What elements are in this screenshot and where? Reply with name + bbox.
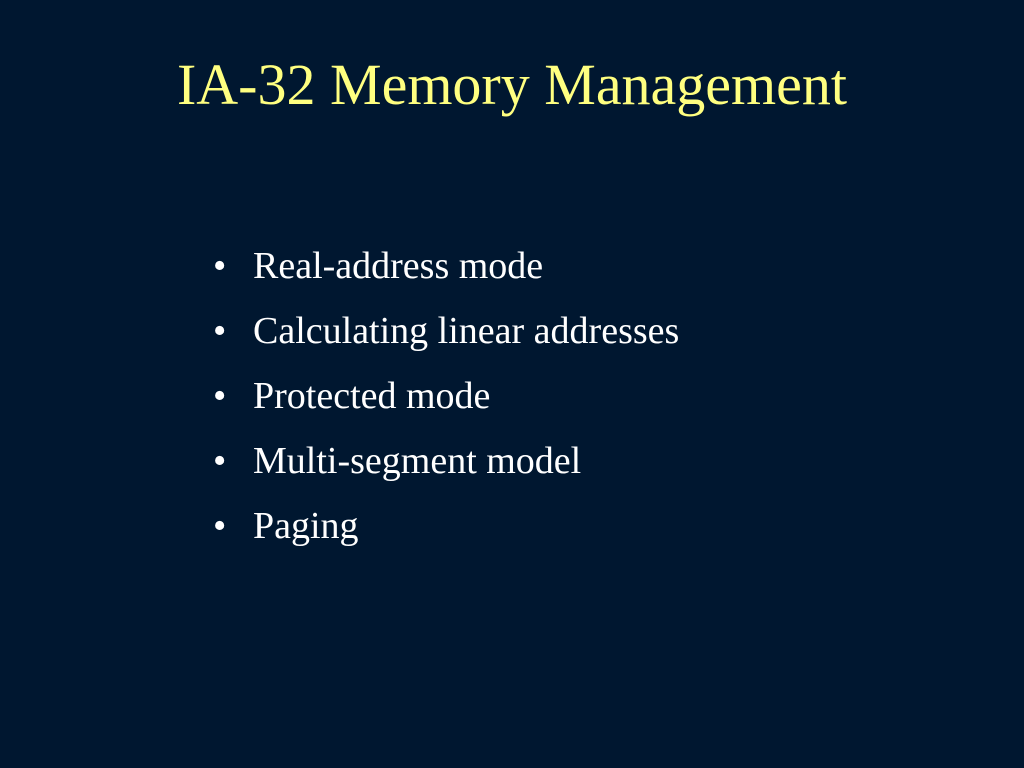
bullet-item-paging: • Paging bbox=[213, 500, 679, 565]
bullet-text: Calculating linear addresses bbox=[253, 310, 680, 352]
bullet-icon: • bbox=[213, 375, 227, 417]
bullet-text: Paging bbox=[253, 505, 359, 547]
bullet-item-calculating-linear-addresses: • Calculating linear addresses bbox=[213, 305, 679, 370]
bullet-icon: • bbox=[213, 505, 227, 547]
bullet-item-protected-mode: • Protected mode bbox=[213, 370, 679, 435]
bullet-icon: • bbox=[213, 245, 227, 287]
bullet-icon: • bbox=[213, 310, 227, 352]
bullet-item-real-address-mode: • Real-address mode bbox=[213, 240, 679, 305]
bullet-item-multi-segment-model: • Multi-segment model bbox=[213, 435, 679, 500]
bullet-text: Real-address mode bbox=[253, 245, 544, 287]
bullet-text: Protected mode bbox=[253, 375, 491, 417]
bullet-icon: • bbox=[213, 440, 227, 482]
slide-title: IA-32 Memory Management bbox=[176, 52, 848, 117]
bullet-list: • Real-address mode • Calculating linear a… bbox=[213, 240, 679, 565]
bullet-text: Multi-segment model bbox=[253, 440, 582, 482]
